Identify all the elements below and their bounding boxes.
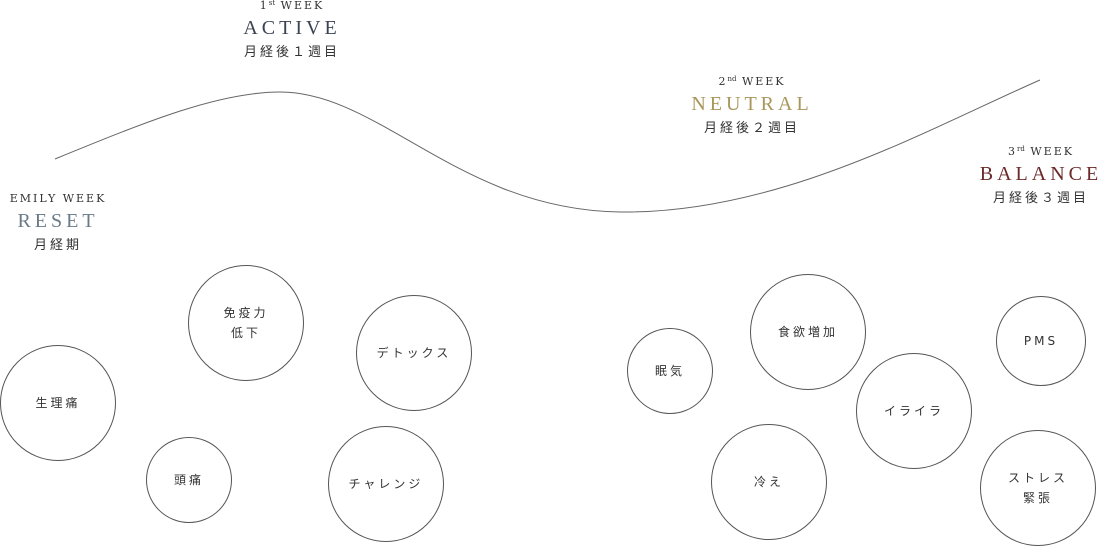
bubble-detox-label: デトックス [376, 346, 452, 360]
bubble-headache-label: 頭痛 [173, 473, 204, 487]
bubble-immunity-line1: 免疫力 [223, 306, 269, 320]
phase-active-jp: 月経後１週目 [243, 45, 341, 60]
phase-emily-week: EMILY WEEK [9, 192, 107, 205]
bubble-chill-label: 冷え [753, 475, 784, 489]
bubble-sleepy: 眠気 [627, 328, 713, 414]
phase-neutral-jp: 月経後２週目 [703, 121, 801, 136]
bubble-headache: 頭痛 [146, 437, 232, 523]
bubble-stress-line2: 緊張 [1022, 491, 1053, 505]
phase-balance-week: 3rd WEEK [1008, 145, 1074, 158]
bubble-immunity: 免疫力 低下 [188, 265, 304, 381]
bubble-challenge: チャレンジ [328, 426, 444, 542]
bubble-pms-label: PMS [1023, 334, 1059, 348]
bubble-detox: デトックス [356, 295, 472, 411]
bubble-appetite: 食欲増加 [750, 274, 866, 390]
phase-neutral: 2nd WEEK NEUTRAL 月経後２週目 [691, 72, 812, 139]
bubble-sleepy-label: 眠気 [654, 364, 685, 378]
bubble-pms: PMS [996, 296, 1086, 386]
phase-balance-jp: 月経後３週目 [992, 191, 1090, 206]
bubble-challenge-label: チャレンジ [348, 477, 424, 491]
phase-active-name: ACTIVE [243, 17, 341, 39]
bubble-appetite-label: 食欲増加 [777, 325, 838, 339]
phase-neutral-name: NEUTRAL [691, 93, 813, 115]
phase-emily-name: RESET [17, 210, 99, 232]
phase-active: 1st WEEK ACTIVE 月経後１週目 [243, 0, 340, 63]
phase-emily-jp: 月経期 [33, 238, 82, 253]
phase-balance-name: BALANCE [979, 163, 1100, 185]
phase-neutral-week: 2nd WEEK [718, 75, 786, 88]
bubble-chill: 冷え [711, 424, 827, 540]
bubble-irritation: イライラ [856, 353, 972, 469]
bubble-period-pain: 生理痛 [0, 345, 116, 461]
bubble-irritation-label: イライラ [883, 404, 944, 418]
bubble-period-pain-label: 生理痛 [35, 396, 81, 410]
phase-balance: 3rd WEEK BALANCE 月経後３週目 [980, 142, 1100, 209]
phase-emily: EMILY WEEK RESET 月経期 [10, 192, 107, 256]
bubble-stress: ストレス 緊張 [980, 430, 1096, 546]
bubble-immunity-line2: 低下 [230, 326, 261, 340]
phase-active-week: 1st WEEK [259, 0, 325, 12]
bubble-stress-line1: ストレス [1007, 471, 1068, 485]
